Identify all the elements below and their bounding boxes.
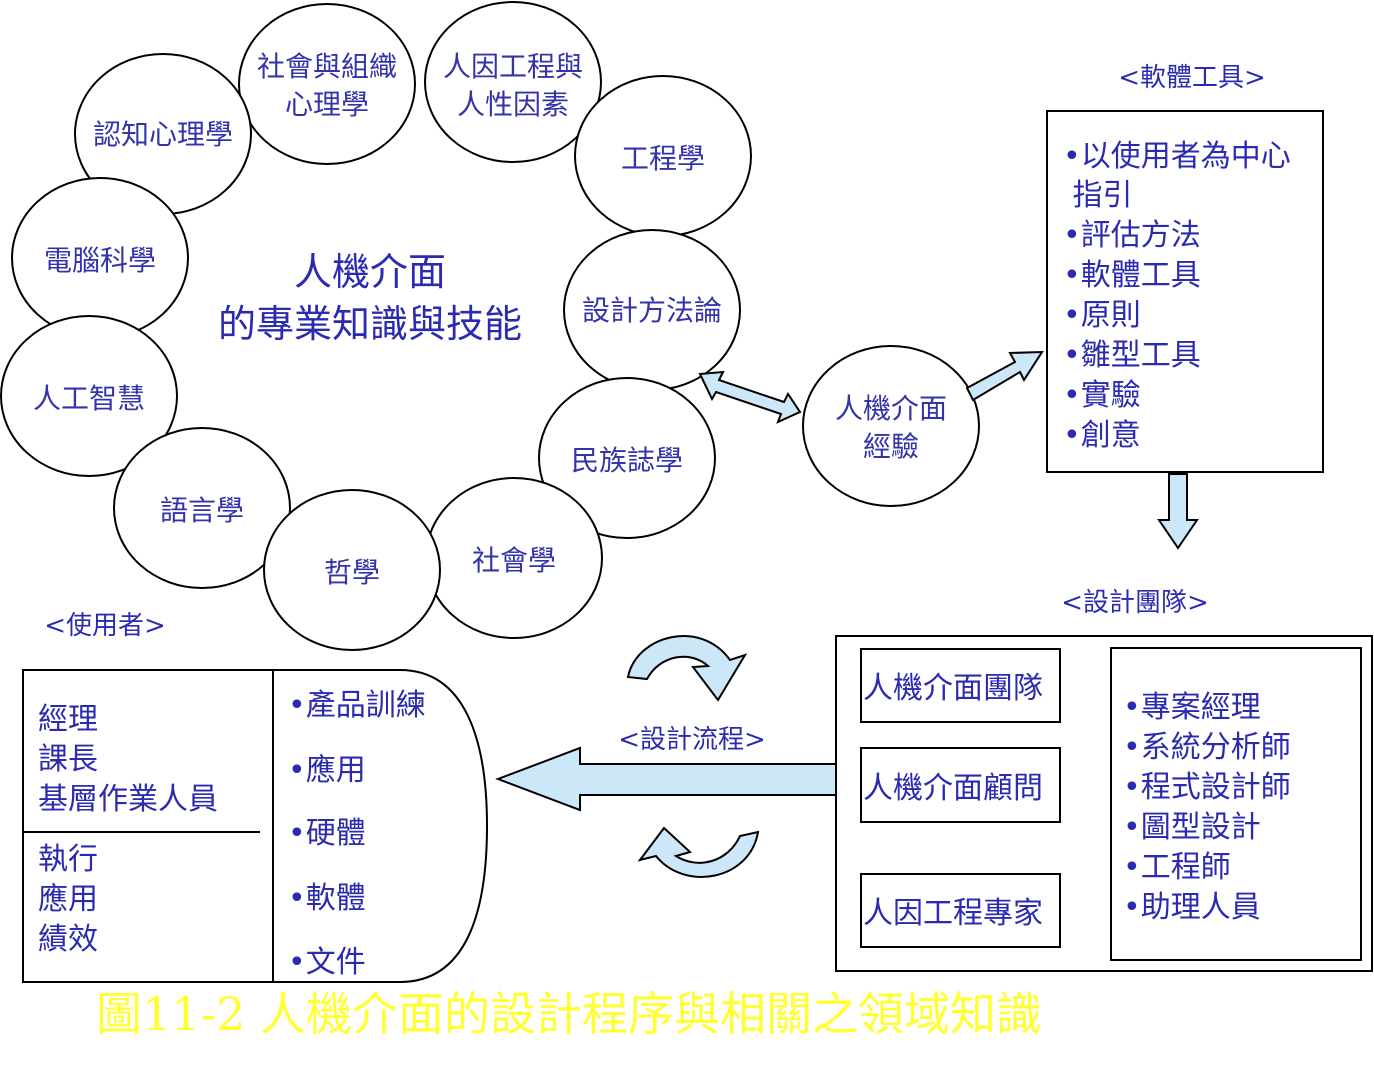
- discipline-label: 設計方法論: [582, 294, 722, 327]
- discipline-label: 認知心理學: [93, 118, 233, 151]
- discipline-label: 哲學: [324, 556, 380, 589]
- circle-ethnography: [538, 377, 716, 539]
- discipline-label: 電腦科學: [44, 244, 156, 277]
- design-team-role: 人機介面顧問: [863, 771, 1043, 806]
- team-members-box: [1110, 647, 1362, 961]
- user-activity: 績效: [38, 922, 98, 957]
- software-tool-item: •創意: [1063, 418, 1141, 453]
- role-box: [860, 747, 1061, 823]
- software-tool-item: •以使用者為中心: [1063, 139, 1291, 174]
- cycle-arrow-bottom-icon: [637, 826, 760, 878]
- software-tools-box: [1046, 110, 1324, 473]
- user-role: 經理: [38, 702, 98, 737]
- circle-social-org-psych: [238, 3, 416, 165]
- design-team-role: 人因工程專家: [863, 896, 1043, 931]
- users-box: [22, 669, 274, 983]
- user-support-item: •產品訓練: [288, 688, 426, 723]
- role-box: [860, 873, 1061, 948]
- figure-caption: 圖11-2 人機介面的設計程序與相關之領域知識: [96, 987, 1042, 1041]
- arrow-left-icon: [495, 746, 837, 812]
- team-member-item: •系統分析師: [1123, 730, 1291, 765]
- arrow-right-up-icon: [965, 350, 1044, 402]
- knowledge-center-line-1: 人機介面: [294, 250, 446, 294]
- software-tool-item: •軟體工具: [1063, 258, 1201, 293]
- discipline-label: 民族誌學: [571, 444, 683, 477]
- circle-ai: [0, 315, 178, 477]
- software-tool-item: •原則: [1063, 298, 1141, 333]
- discipline-label: 社會學: [472, 544, 556, 577]
- design-team-role: 人機介面團隊: [863, 671, 1043, 706]
- circle-hci-experience: [802, 345, 980, 507]
- discipline-label: 人因工程與: [443, 50, 583, 83]
- software-tool-item: •評估方法: [1063, 218, 1201, 253]
- hci-experience-line-1: 人機介面: [835, 392, 947, 425]
- software-tool-item: 指引: [1063, 178, 1133, 213]
- discipline-label: 人工智慧: [33, 382, 145, 415]
- users-support-shape: [272, 669, 489, 983]
- software-tool-item: •實驗: [1063, 378, 1141, 413]
- discipline-label: 語言學: [160, 494, 244, 527]
- software-tool-item: •雛型工具: [1063, 338, 1201, 373]
- team-member-item: •專案經理: [1123, 690, 1261, 725]
- circle-human-factors: [424, 1, 602, 163]
- user-support-item: •文件: [288, 945, 366, 980]
- user-support-item: •軟體: [288, 881, 366, 916]
- discipline-label: 人性因素: [457, 88, 569, 121]
- double-arrow-icon: [698, 370, 802, 424]
- users-title: <使用者>: [44, 611, 166, 641]
- role-box: [860, 648, 1061, 723]
- hci-experience-line-2: 經驗: [863, 430, 919, 463]
- team-member-item: •圖型設計: [1123, 810, 1261, 845]
- user-activity: 執行: [38, 842, 98, 877]
- discipline-label: 心理學: [285, 88, 369, 121]
- team-member-item: •助理人員: [1123, 890, 1261, 925]
- team-member-item: •工程師: [1123, 850, 1231, 885]
- arrow-down-icon: [1157, 473, 1199, 550]
- user-support-item: •應用: [288, 753, 366, 788]
- knowledge-center-line-2: 的專業知識與技能: [218, 302, 522, 346]
- discipline-label: 工程學: [621, 142, 705, 175]
- user-activity: 應用: [38, 882, 98, 917]
- design-process-label: <設計流程>: [618, 725, 766, 755]
- cycle-arrow-top-icon: [626, 635, 748, 702]
- circle-linguistics: [113, 427, 291, 589]
- design-team-title: <設計團隊>: [1061, 588, 1209, 618]
- software-tools-title: <軟體工具>: [1118, 63, 1266, 93]
- user-role: 基層作業人員: [38, 782, 218, 817]
- user-role: 課長: [38, 742, 98, 777]
- team-member-item: •程式設計師: [1123, 770, 1291, 805]
- discipline-label: 社會與組織: [257, 50, 397, 83]
- user-support-item: •硬體: [288, 816, 366, 851]
- circle-philosophy: [263, 489, 441, 651]
